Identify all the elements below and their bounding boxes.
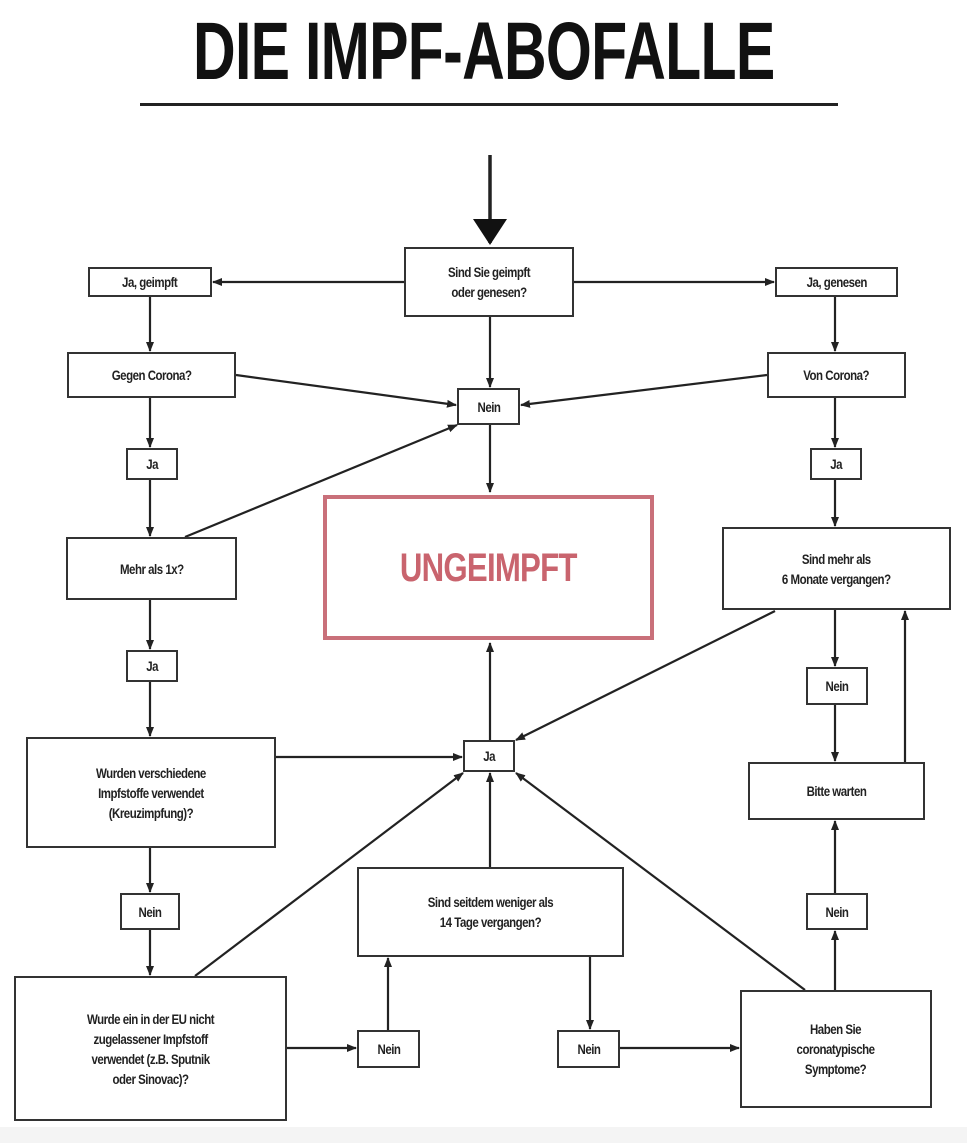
node-ja-right-1: Ja (810, 448, 862, 480)
node-text: Nein (138, 903, 162, 920)
node-ja-geimpft: Ja, geimpft (88, 267, 212, 297)
arrow (515, 772, 806, 991)
node-text: Ja (146, 456, 158, 472)
node-text: Bitte warten (806, 783, 867, 799)
node-ja-genesen: Ja, genesen (775, 267, 898, 297)
result-text: UNGEIMPFT (400, 545, 577, 590)
node-eu-impfstoff: Wurde ein in der EU nicht zugelassener I… (14, 976, 287, 1121)
title-underline (140, 103, 838, 106)
node-bitte-warten: Bitte warten (748, 762, 925, 820)
node-text: Nein (377, 1041, 400, 1057)
node-text: Gegen Corona? (111, 367, 192, 383)
node-sechs-monate: Sind mehr als 6 Monate vergangen? (722, 527, 951, 610)
node-gegen-corona: Gegen Corona? (67, 352, 236, 398)
node-text: Sind Sie geimpft oder genesen? (447, 264, 531, 300)
node-text: Ja (483, 748, 495, 764)
title-wrap: DIE IMPF-ABOFALLE (0, 4, 967, 100)
arrow (184, 423, 458, 539)
node-mehr-als-1x: Mehr als 1x? (66, 537, 237, 600)
node-text: Sind mehr als 6 Monate vergangen? (782, 550, 891, 587)
node-ja-center: Ja (463, 740, 515, 772)
arrow (515, 610, 776, 741)
node-text: Nein (477, 398, 500, 415)
node-text: Haben Sie coronatypische Symptome? (797, 1021, 875, 1077)
arrow (235, 373, 457, 408)
node-symptome: Haben Sie coronatypische Symptome? (740, 990, 932, 1108)
node-text: Wurden verschiedene Impfstoffe verwendet… (96, 764, 206, 821)
node-text: Von Corona? (803, 367, 870, 383)
node-text: Ja (830, 456, 842, 472)
node-text: Wurde ein in der EU nicht zugelassener I… (86, 1010, 215, 1087)
arrow (520, 373, 768, 408)
node-nein-right-1: Nein (806, 667, 868, 705)
node-text: Ja, genesen (806, 274, 867, 290)
arrow (194, 772, 464, 977)
node-vierzehn-tage: Sind seitdem weniger als 14 Tage vergang… (357, 867, 624, 957)
page-title: DIE IMPF-ABOFALLE (192, 6, 775, 97)
node-text: Mehr als 1x? (119, 560, 184, 577)
node-result-ungeimpft: UNGEIMPFT (323, 495, 654, 640)
node-kreuzimpfung: Wurden verschiedene Impfstoffe verwendet… (26, 737, 276, 848)
node-text: Nein (825, 678, 849, 694)
node-text: Ja (146, 658, 158, 674)
node-text: Nein (577, 1041, 600, 1057)
node-ja-left-2: Ja (126, 650, 178, 682)
node-nein-center: Nein (457, 388, 520, 425)
node-nein-left-1: Nein (120, 893, 180, 930)
node-von-corona: Von Corona? (767, 352, 906, 398)
node-ja-left-1: Ja (126, 448, 178, 480)
node-nein-bottom-2: Nein (557, 1030, 620, 1068)
node-text: Ja, geimpft (122, 274, 178, 290)
node-text: Sind seitdem weniger als 14 Tage vergang… (427, 894, 554, 930)
node-nein-bottom-1: Nein (357, 1030, 420, 1068)
node-text: Nein (825, 903, 849, 920)
node-nein-right-2: Nein (806, 893, 868, 930)
bottom-margin (0, 1127, 967, 1143)
node-start-question: Sind Sie geimpft oder genesen? (404, 247, 574, 317)
